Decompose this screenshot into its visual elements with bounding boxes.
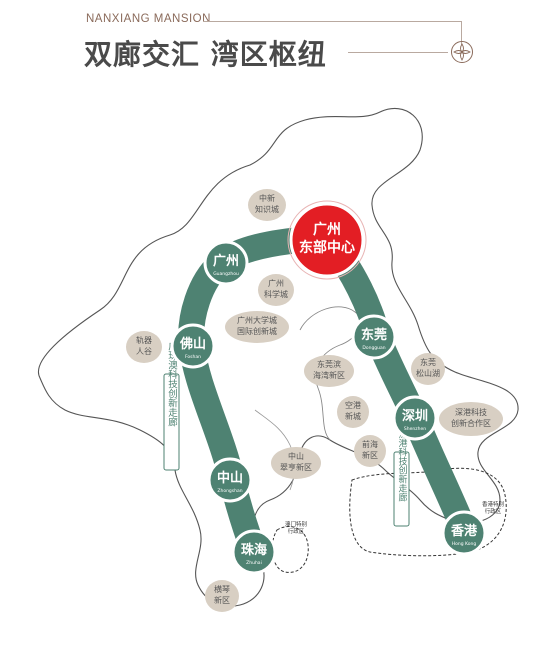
zone-text: 深港科技 xyxy=(455,407,487,417)
zone-text: 人谷 xyxy=(136,347,152,356)
macau-region-label: 澳门特别 行政区 xyxy=(285,520,307,535)
zone-text: 新城 xyxy=(345,411,361,421)
station-dongguan: 东莞 Dongguan xyxy=(351,314,397,360)
hongkong-region-outline xyxy=(349,467,507,557)
estuary-line xyxy=(299,306,362,441)
zone-text: 知识城 xyxy=(255,204,279,214)
zone-songshanhu: 东莞 松山湖 xyxy=(411,353,445,385)
zone-cuiheng: 中山 翠亨新区 xyxy=(271,447,321,479)
station-name-en: Guangzhou xyxy=(213,271,239,277)
zone-text: 空港 xyxy=(345,400,361,410)
header-rule-vertical xyxy=(461,21,462,45)
zone-zhongxin: 中新 知识城 xyxy=(248,189,286,221)
zone-text: 新区 xyxy=(214,595,230,605)
zone-text: 东莞 xyxy=(420,357,436,367)
zone-kexuecheng: 广州 科学城 xyxy=(258,274,294,306)
station-name: 中山 xyxy=(217,470,243,486)
zone-text: 创新合作区 xyxy=(451,418,491,428)
zone-text: 横琴 xyxy=(214,584,230,594)
station-guangzhou: 广州 Guangzhou xyxy=(203,240,249,286)
region-text: 行政区 xyxy=(485,507,502,515)
station-name-en: Hong Kong xyxy=(452,541,477,547)
zone-text: 广州大学城 xyxy=(237,315,277,325)
zone-daxuecheng: 广州大学城 国际创新城 xyxy=(225,311,289,343)
hub-line1: 广州 xyxy=(313,221,341,238)
station-foshan: 佛山 Foshan xyxy=(170,323,216,369)
page-header: NANXIANG MANSION 双廊交汇 湾区枢纽 xyxy=(0,0,554,90)
station-name: 深圳 xyxy=(402,408,428,424)
station-name: 香港 xyxy=(450,523,478,539)
zone-qianhai: 前海 新区 xyxy=(354,435,386,467)
page-subtitle: NANXIANG MANSION xyxy=(86,13,211,25)
hub-guangzhou-east: 广州 东部中心 xyxy=(287,200,367,280)
station-name: 东莞 xyxy=(361,327,387,343)
zone-hengqin: 横琴 新区 xyxy=(205,580,239,612)
zone-jiaoyi: 轨器 人谷 xyxy=(126,331,162,363)
station-name: 广州 xyxy=(213,253,239,269)
zone-konggang: 空港 新城 xyxy=(337,396,369,428)
west-corridor-label: 广珠澳科技创新走廊 xyxy=(163,341,180,471)
west-corridor-text: 广珠澳科技创新走廊 xyxy=(166,341,178,428)
zone-text: 东莞滨 xyxy=(317,359,341,369)
east-corridor-label: 广深港科技创新走廊 xyxy=(393,419,410,527)
station-shenzhen: 深圳 Shenzhen xyxy=(392,395,438,441)
zone-text: 轨器 xyxy=(136,335,152,345)
lotus-emblem-icon xyxy=(451,41,473,63)
zone-text: 翠亨新区 xyxy=(280,462,312,472)
east-corridor-text: 广深港科技创新走廊 xyxy=(397,419,408,502)
zone-text: 前海 xyxy=(362,439,378,449)
east-corridor-line xyxy=(319,232,478,545)
region-text: 澳门特别 xyxy=(285,520,307,528)
header-rule-top xyxy=(203,21,461,22)
station-name: 珠海 xyxy=(241,542,267,558)
land-outline xyxy=(37,107,519,607)
station-zhongshan: 中山 Zhongshan xyxy=(207,457,253,503)
station-name-en: Dongguan xyxy=(362,345,385,351)
page-title: 双廊交汇 湾区枢纽 xyxy=(84,38,327,71)
station-zhuhai: 珠海 Zhuhai xyxy=(231,529,277,575)
zone-text: 新区 xyxy=(362,450,378,460)
zone-text: 中新 xyxy=(259,193,275,203)
zone-text: 广州 xyxy=(268,278,284,288)
station-name-en: Foshan xyxy=(185,354,201,360)
region-text: 香港特别 xyxy=(482,500,504,508)
zone-binhai: 东莞滨 海湾新区 xyxy=(304,355,354,387)
region-text: 行政区 xyxy=(288,527,305,535)
zone-text: 海湾新区 xyxy=(313,370,345,380)
header-rule-middle xyxy=(348,52,448,53)
zone-text: 中山 xyxy=(288,451,304,461)
hub-line2: 东部中心 xyxy=(299,239,355,256)
zone-text: 科学城 xyxy=(264,289,288,299)
station-name-en: Zhongshan xyxy=(217,488,242,494)
station-name-en: Zhuhai xyxy=(246,560,262,566)
station-name: 佛山 xyxy=(179,336,206,352)
zone-text: 松山湖 xyxy=(416,368,440,378)
hongkong-region-label: 香港特别 行政区 xyxy=(482,500,504,515)
station-hongkong: 香港 Hong Kong xyxy=(441,510,487,556)
station-name-en: Shenzhen xyxy=(404,426,426,432)
zone-text: 国际创新城 xyxy=(237,326,277,336)
zone-qianhai-coop: 深港科技 创新合作区 xyxy=(439,402,503,436)
